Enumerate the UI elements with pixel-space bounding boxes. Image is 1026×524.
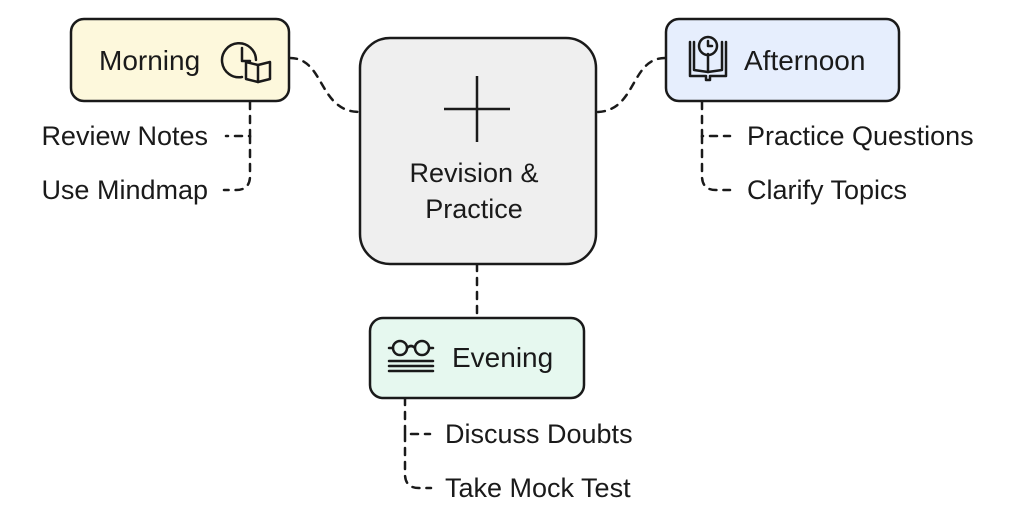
evening-node-box xyxy=(368,316,586,400)
morning-node-box xyxy=(69,17,291,103)
afternoon-label: Afternoon xyxy=(744,45,865,76)
leaf-use-mindmap: Use Mindmap xyxy=(41,175,208,205)
morning-label: Morning xyxy=(99,45,200,76)
connector-morning-center xyxy=(288,56,362,114)
afternoon-node-box xyxy=(664,17,901,103)
connector-evening-discuss-doubts xyxy=(403,396,432,436)
evening-items: Discuss Doubts Take Mock Test xyxy=(445,419,633,503)
morning-items: Review Notes Use Mindmap xyxy=(41,121,208,205)
connector-evening-take-mock-test xyxy=(403,432,433,490)
clock-book-icon xyxy=(220,42,272,84)
connector-morning-review-notes xyxy=(224,100,252,138)
connector-afternoon-clarify-topics xyxy=(700,134,732,192)
center-title-line2: Practice xyxy=(425,194,523,224)
evening-node: Evening xyxy=(368,316,586,400)
leaf-clarify-topics: Clarify Topics xyxy=(747,175,907,205)
connector-afternoon-practice-questions xyxy=(700,100,732,138)
leaf-discuss-doubts: Discuss Doubts xyxy=(445,419,633,449)
center-node-box xyxy=(358,36,598,266)
leaf-review-notes: Review Notes xyxy=(41,121,208,151)
center-title-line1: Revision & xyxy=(409,158,538,188)
center-node: Revision & Practice xyxy=(358,36,598,266)
afternoon-items: Practice Questions Clarify Topics xyxy=(747,121,974,205)
plus-icon xyxy=(444,76,510,142)
afternoon-node: Afternoon xyxy=(664,17,901,103)
morning-node: Morning xyxy=(69,17,291,103)
glasses-books-icon xyxy=(387,339,435,373)
evening-label: Evening xyxy=(452,342,553,373)
connectors xyxy=(222,56,732,490)
book-clock-icon xyxy=(688,35,728,82)
leaf-practice-questions: Practice Questions xyxy=(747,121,974,151)
connector-morning-use-mindmap xyxy=(222,134,252,192)
connector-afternoon-center xyxy=(594,56,667,114)
leaf-take-mock-test: Take Mock Test xyxy=(445,473,631,503)
